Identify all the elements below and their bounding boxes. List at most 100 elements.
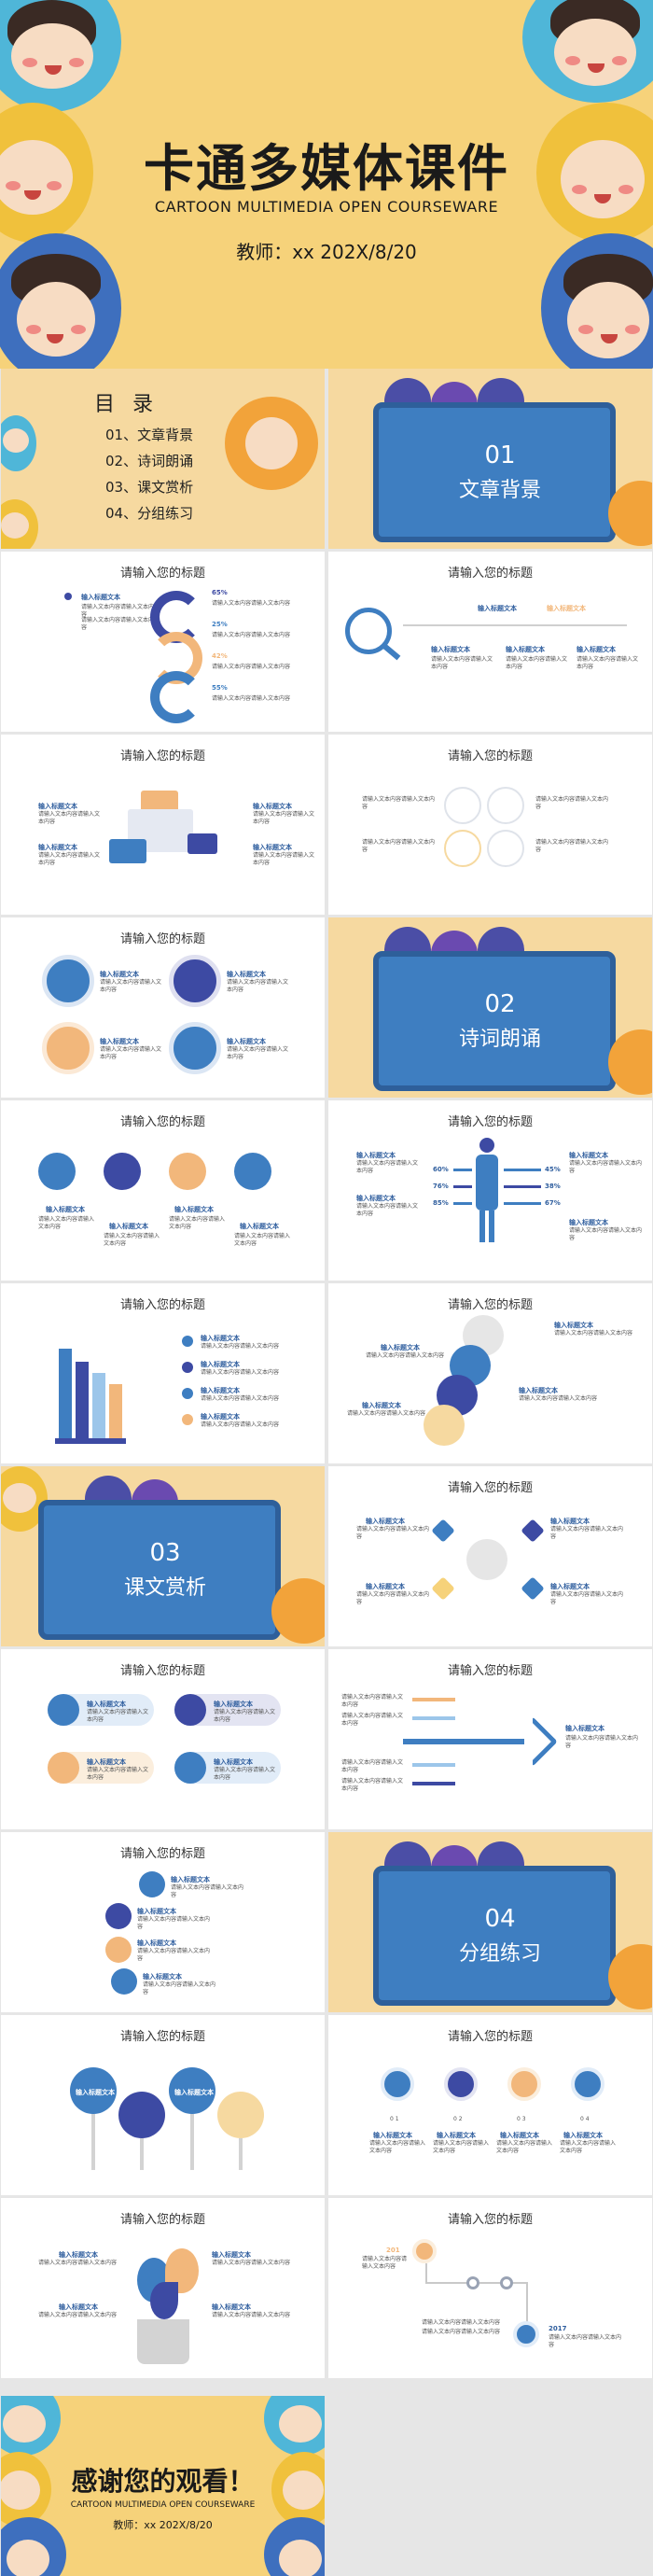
branch-line	[412, 1782, 455, 1785]
placeholder-body: 请输入文本内容请输入文本内容	[577, 656, 639, 670]
content-slide: 请输入您的标题 输入标题文本 请输入文本内容请输入文本内容 输入标题文本 请输入…	[1, 1649, 325, 1829]
placeholder-body: 请输入文本内容请输入文本内容	[506, 656, 568, 670]
slide-title: 请输入您的标题	[119, 2030, 205, 2044]
person-head-icon	[479, 1138, 494, 1153]
placeholder-body: 请输入文本内容请输入文本内容	[212, 695, 291, 702]
timeline-node	[513, 2321, 539, 2347]
placeholder-label: 输入标题文本	[137, 1939, 176, 1947]
placeholder-label: 输入标题文本	[76, 2089, 115, 2096]
pencil-base	[55, 1438, 126, 1444]
section-name: 课文赏析	[123, 1576, 206, 1600]
branch-line	[412, 1698, 455, 1701]
cover-title: 卡通多媒体课件	[144, 139, 509, 198]
youtube-icon	[217, 2092, 264, 2138]
cartoon-kid-image	[271, 2452, 325, 2527]
section-name: 诗词朗诵	[458, 1028, 541, 1051]
placeholder-label: 输入标题文本	[109, 1223, 148, 1230]
toc-item[interactable]: 03、课文赏析	[105, 479, 194, 496]
placeholder-body: 请输入文本内容请输入文本内容	[100, 1046, 162, 1060]
wave-circle	[424, 1405, 465, 1446]
placeholder-body: 请输入文本内容请输入文本内容	[214, 1709, 276, 1723]
slide-title: 请输入您的标题	[119, 932, 205, 946]
pencil-bar	[59, 1349, 72, 1442]
magnifier-icon	[345, 608, 392, 654]
slide-title: 请输入您的标题	[447, 1481, 533, 1495]
toc-item[interactable]: 02、诗词朗诵	[105, 453, 194, 469]
placeholder-label: 输入标题文本	[253, 844, 292, 851]
percent-bar	[504, 1202, 541, 1205]
spiral-ring	[150, 671, 202, 723]
section-board	[38, 1500, 281, 1640]
placeholder-body: 请输入文本内容请输入文本内容	[519, 1395, 598, 1402]
slide-title: 请输入您的标题	[119, 567, 205, 581]
vimeo-icon	[174, 1752, 206, 1784]
placeholder-label: 输入标题文本	[59, 2303, 98, 2311]
placeholder-label: 输入标题文本	[87, 1701, 126, 1708]
placeholder-body: 请输入文本内容请输入文本内容	[356, 1203, 419, 1217]
placeholder-body: 请输入文本内容请输入文本内容	[87, 1767, 149, 1781]
thanks-subtitle: CARTOON MULTIMEDIA OPEN COURSEWARE	[70, 2500, 256, 2510]
placeholder-label: 输入标题文本	[38, 844, 77, 851]
placeholder-label: 输入标题文本	[38, 803, 77, 810]
placeholder-label: 输入标题文本	[46, 1206, 85, 1213]
percent-label: 60%	[433, 1166, 449, 1173]
instagram-icon	[118, 2092, 165, 2138]
magnifier-handle	[381, 642, 401, 661]
twitter-icon	[70, 2067, 117, 2114]
placeholder-body: 请输入文本内容请输入文本内容	[81, 617, 155, 631]
slide-title: 请输入您的标题	[447, 1298, 533, 1312]
placeholder-label: 输入标题文本	[174, 2089, 214, 2096]
slide-title: 请输入您的标题	[447, 567, 533, 581]
placeholder-label: 输入标题文本	[547, 605, 586, 612]
placeholder-label: 输入标题文本	[201, 1387, 240, 1394]
section-name: 文章背景	[458, 479, 541, 502]
slide-title: 请输入您的标题	[119, 1115, 205, 1129]
section-board	[373, 402, 616, 542]
placeholder-body: 请输入文本内容请输入文本内容	[38, 852, 101, 866]
user-icon	[42, 955, 94, 1007]
calendar-icon	[48, 1752, 79, 1784]
slide-title: 请输入您的标题	[119, 1298, 205, 1312]
content-slide: 请输入您的标题 输入标题文本 输入标题文本	[1, 2015, 325, 2195]
cartoon-kid-image	[0, 103, 93, 243]
content-slide: 请输入您的标题 201 请输入文本内容请输入文本内容 请输入文本内容请输入文本内…	[328, 2198, 652, 2378]
placeholder-body: 请输入文本内容请输入文本内容	[347, 1410, 426, 1417]
slide-title: 请输入您的标题	[119, 1664, 205, 1678]
toc-item[interactable]: 01、文章背景	[105, 427, 194, 443]
step-number: 0 3	[517, 2116, 526, 2122]
placeholder-body: 请输入文本内容请输入文本内容	[366, 1352, 445, 1359]
placeholder-label: 输入标题文本	[506, 646, 545, 653]
timeline-node	[466, 2276, 479, 2289]
placeholder-body: 请输入文本内容请输入文本内容	[227, 979, 289, 993]
cartoon-kid-image	[264, 2517, 325, 2576]
content-slide: 请输入您的标题 0 1 0 2 0 3 0 4 输入标题文本 请输入文本内容请输…	[328, 2015, 652, 2195]
cover-slide: 卡通多媒体课件 CARTOON MULTIMEDIA OPEN COURSEWA…	[0, 0, 653, 369]
pin-stick	[140, 2138, 144, 2170]
slide-title: 请输入您的标题	[119, 749, 205, 763]
placeholder-body: 请输入文本内容请输入文本内容	[137, 1916, 211, 1930]
cartoon-kid-image	[0, 233, 121, 369]
placeholder-body: 请输入文本内容请输入文本内容	[212, 2260, 291, 2266]
placeholder-label: 输入标题文本	[550, 1583, 590, 1590]
arrow-icon	[521, 1519, 545, 1543]
content-slide: 请输入您的标题 请输入文本内容请输入文本内容 请输入文本内容请输入文本内容 请输…	[328, 1649, 652, 1829]
timeline-line	[403, 624, 627, 626]
placeholder-body: 请输入文本内容请输入文本内容	[201, 1343, 280, 1350]
placeholder-body: 请输入文本内容请输入文本内容	[214, 1767, 276, 1781]
placeholder-label: 输入标题文本	[143, 1973, 182, 1981]
percent-bar	[453, 1202, 472, 1205]
year-label: 201	[386, 2247, 400, 2254]
content-slide: 请输入您的标题 输入标题文本 请输入文本内容请输入文本内容 输入标题文本 请输入…	[328, 1100, 652, 1281]
placeholder-label: 输入标题文本	[212, 2251, 251, 2259]
slide-title: 请输入您的标题	[447, 1115, 533, 1129]
check-icon	[174, 1694, 206, 1726]
percent-bar	[453, 1169, 472, 1171]
content-slide: 请输入您的标题 输入标题文本 请输入文本内容请输入文本内容 输入标题文本 请输入…	[1, 917, 325, 1098]
cartoon-kid-image	[522, 0, 653, 103]
toc-item[interactable]: 04、分组练习	[105, 505, 194, 522]
placeholder-label: 输入标题文本	[431, 646, 470, 653]
image-icon	[169, 1153, 206, 1190]
placeholder-label: 输入标题文本	[569, 1152, 608, 1159]
section-slide: 04 分组练习	[328, 1832, 652, 2012]
petal-icon	[444, 830, 481, 867]
